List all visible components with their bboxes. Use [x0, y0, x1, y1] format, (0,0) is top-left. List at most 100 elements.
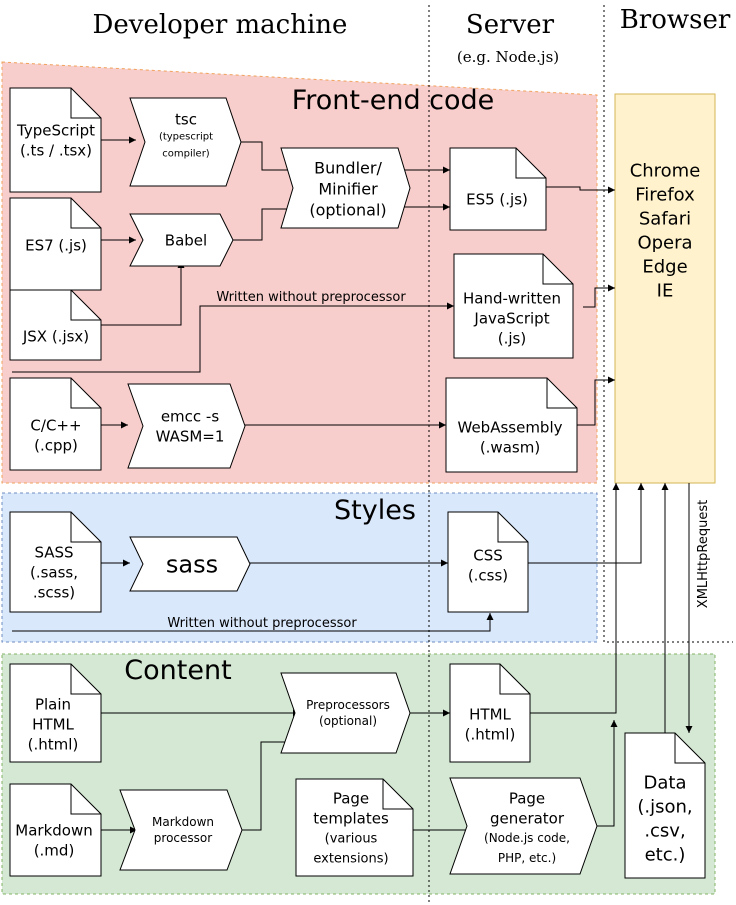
- markdown-file-label-line-1: Markdown: [15, 821, 92, 839]
- edge-generator-to-browser: [597, 720, 618, 827]
- bundler-step-label-line-3: (optional): [309, 201, 386, 220]
- browser-column-border: [603, 5, 733, 643]
- data-file-label-line-4: etc.): [645, 844, 686, 865]
- page-templates-file: [295, 778, 414, 877]
- es7-file-label: ES7 (.js): [25, 236, 87, 254]
- typescript-file: [9, 87, 102, 193]
- markdown-file-fold: [70, 784, 101, 815]
- es7-file: [9, 197, 102, 291]
- sass-source-file-label-line-2: (.sass,: [30, 563, 78, 581]
- developer-column-header: Developer machine: [93, 10, 348, 40]
- js-without-preprocessor-label: Written without preprocessor: [216, 290, 406, 305]
- wasm-file-label: WebAssembly (.wasm): [458, 418, 563, 456]
- handwritten-js-file-label-line-2: JavaScript: [473, 309, 549, 327]
- edge-js-without-preprocessor: [12, 302, 454, 373]
- emcc-step-label-line-1: emcc -s: [161, 407, 220, 425]
- edge-md-processor-to-preprocessors: [242, 741, 293, 831]
- edge-jsx-to-babel: [101, 261, 185, 326]
- edge-handwritten-to-browser: [583, 284, 615, 308]
- babel-step-label-line-1: Babel: [165, 231, 207, 249]
- sass-source-file-label-line-3: .scss): [33, 583, 75, 601]
- edge-html-to-browser: [530, 483, 620, 714]
- browser-list-line-6: IE: [657, 280, 674, 301]
- plain-html-file-label-line-1: Plain: [35, 695, 71, 713]
- sass-source-file: [9, 511, 102, 613]
- html-file-label-line-1: HTML: [469, 705, 511, 723]
- page-generator-step-label-line-3: (Node.js code,: [484, 831, 570, 845]
- data-file-fold: [674, 733, 705, 764]
- plain-html-file-label-line-2: HTML: [32, 715, 74, 733]
- jsx-file-label-line-1: JSX (.jsx): [22, 327, 89, 345]
- markdown-file-label-line-2: (.md): [34, 841, 75, 859]
- markdown-processor-step-label-line-2: processor: [154, 831, 212, 845]
- sass-source-file-label-line-1: SASS: [34, 543, 73, 561]
- cpp-file: [9, 377, 102, 471]
- preprocessors-step: [280, 672, 411, 754]
- es7-file-fold: [70, 198, 101, 229]
- wasm-file: [445, 377, 578, 473]
- es5-file-label: ES5 (.js): [466, 190, 528, 208]
- page-templates-file-label-line-4: extensions): [313, 852, 388, 867]
- typescript-file-fold: [70, 88, 101, 119]
- handwritten-js-file-fold: [542, 254, 573, 285]
- wasm-file-label-line-2: (.wasm): [480, 438, 540, 456]
- css-file-label-line-2: (.css): [468, 566, 508, 584]
- browser-list-line-5: Edge: [642, 256, 687, 277]
- data-file-label-line-1: Data: [644, 772, 687, 793]
- cpp-file-fold: [70, 378, 101, 409]
- edge-css-without-preprocessor: [12, 613, 494, 632]
- server-column-subheader: (e.g. Node.js): [457, 48, 559, 66]
- page-generator-step-label-line-2: generator: [490, 809, 565, 827]
- markdown-file: [9, 783, 102, 877]
- cpp-file-label-line-1: C/C++: [30, 416, 81, 434]
- html-file: [449, 663, 531, 763]
- babel-step: [129, 213, 234, 267]
- plain-html-file: [9, 663, 102, 763]
- browser-box: [614, 93, 716, 484]
- styles-region-title: Styles: [334, 495, 416, 526]
- page-templates-file-label-line-3: (various: [325, 832, 378, 847]
- emcc-step-label-line-2: WASM=1: [156, 427, 225, 445]
- page-generator-step-label-line-1: Page: [509, 789, 545, 807]
- tsc-step-label-line-3: compiler): [162, 149, 210, 160]
- html-file-label: HTML (.html): [465, 705, 516, 743]
- sass-step: [129, 536, 251, 592]
- html-file-label-line-2: (.html): [465, 725, 516, 743]
- es5-file: [449, 147, 547, 231]
- data-file-label-line-2: (.json,: [637, 796, 692, 817]
- jsx-file-label: JSX (.jsx): [22, 327, 89, 345]
- tsc-step-label-line-2: (typescript: [159, 132, 213, 143]
- browser-list-line-3: Safari: [639, 208, 691, 229]
- server-column-header: Server: [466, 10, 555, 40]
- markdown-file-label: Markdown (.md): [15, 821, 92, 859]
- browser-list-line-2: Firefox: [635, 184, 695, 205]
- tsc-step: [129, 97, 242, 187]
- markdown-processor-step-label-line-1: Markdown: [152, 815, 214, 829]
- es5-file-fold: [515, 148, 546, 179]
- edge-css-to-browser: [528, 483, 645, 564]
- typescript-file-label: TypeScript(.ts / .tsx): [16, 121, 95, 159]
- jsx-file-fold: [70, 290, 101, 321]
- browser-column-header: Browser: [620, 5, 731, 35]
- frontend-region-title: Front-end code: [292, 85, 495, 116]
- handwritten-js-file-label-line-3: (.js): [498, 329, 526, 347]
- html-file-fold: [499, 664, 530, 695]
- edge-tsc-to-bundler: [241, 141, 289, 171]
- content-region-title: Content: [124, 655, 231, 686]
- sass-source-file-label: SASS (.sass, .scss): [30, 543, 78, 601]
- sass-step-label: sass: [166, 550, 218, 578]
- sass-source-file-fold: [70, 512, 101, 543]
- browser-list-line-1: Chrome: [630, 160, 701, 181]
- css-file: [447, 511, 529, 613]
- bundler-step-label-line-1: Bundler/: [314, 159, 382, 178]
- edges: [12, 136, 693, 834]
- css-file-fold: [497, 512, 528, 543]
- wasm-file-label-line-1: WebAssembly: [458, 418, 563, 436]
- css-file-label: CSS(.css): [468, 546, 508, 584]
